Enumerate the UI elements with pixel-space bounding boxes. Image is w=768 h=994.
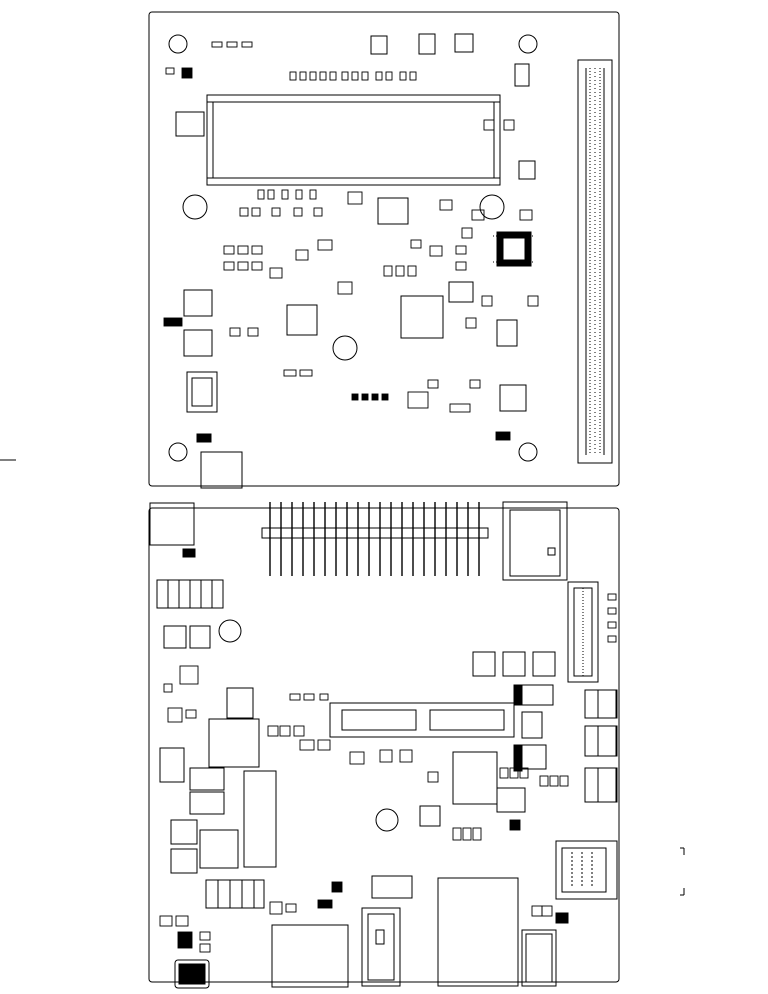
main-ics-bottom xyxy=(159,625,547,874)
pin-header-blocks xyxy=(156,579,413,909)
usb-connector-bottom xyxy=(361,907,401,987)
jst-connector xyxy=(186,371,218,413)
board-to-board-connector xyxy=(577,59,613,464)
passives-top xyxy=(163,41,539,441)
sim-card-slot xyxy=(502,501,568,581)
bottom-board-outline xyxy=(148,507,620,983)
top-board xyxy=(0,11,620,489)
hdmi-connectors xyxy=(271,877,519,988)
passives-bottom xyxy=(159,593,617,953)
side-ports xyxy=(584,689,618,803)
mounting-holes-bottom xyxy=(218,619,399,832)
mounting-holes xyxy=(168,34,538,462)
top-board-outline xyxy=(148,11,620,487)
gpio-pin-header xyxy=(261,502,489,576)
bottom-board xyxy=(148,501,685,989)
qfp-ic xyxy=(493,231,535,267)
usb-connector-top xyxy=(196,433,243,489)
fpc-connector xyxy=(567,581,599,683)
sd-card-slot xyxy=(555,840,685,900)
flex-connector xyxy=(206,94,501,186)
square-pads xyxy=(472,651,556,677)
left-connector xyxy=(149,502,196,558)
main-ics xyxy=(175,33,536,412)
battery-holder xyxy=(174,959,210,989)
audio-jack xyxy=(521,912,569,987)
